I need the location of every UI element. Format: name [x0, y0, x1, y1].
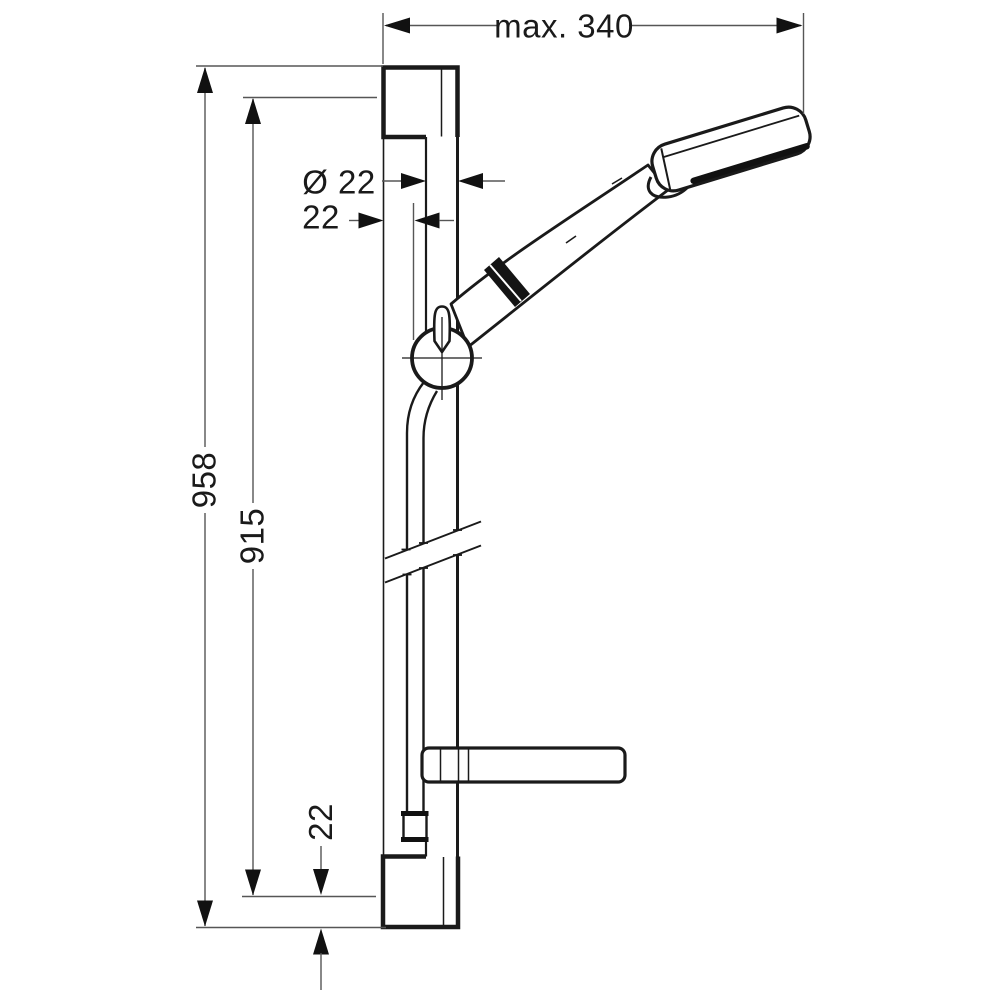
arrowhead-up-icon [197, 67, 213, 93]
dimension-overall-height: 958 [186, 65, 386, 929]
arrowhead-left-icon [458, 173, 483, 189]
shower-rail-assembly [380, 65, 812, 930]
hose-end-connector [401, 811, 429, 842]
dim-max-width-label: max. 340 [494, 8, 634, 45]
break-symbol-lower-line [384, 544, 482, 584]
shower-head-body [650, 105, 812, 193]
slider-holder [402, 305, 482, 400]
shower-head-shadow [690, 143, 810, 185]
dim-wall-clearance-label: 22 [302, 199, 340, 236]
top-wall-mount [381, 65, 460, 140]
shower-head-neck-seam [660, 148, 672, 190]
handle-grip-ring [484, 257, 530, 307]
arrowhead-down-icon [313, 869, 329, 895]
hand-shower-handle [449, 163, 670, 349]
hose-end-body [402, 811, 428, 842]
shower-head-face-line [663, 114, 800, 158]
soap-dish [420, 746, 627, 784]
arrowhead-right-icon [776, 17, 803, 34]
arrowhead-right-icon [401, 173, 426, 189]
soap-dish-tray [420, 746, 627, 784]
hand-shower [449, 105, 812, 349]
dimension-max-width: max. 340 [382, 8, 805, 114]
break-symbol-mask [385, 522, 481, 583]
dim-overall-height-label: 958 [186, 452, 223, 509]
shower-hose-right-edge [422, 390, 439, 812]
arrowhead-up-icon [313, 928, 329, 955]
arrowhead-right-icon [358, 212, 384, 229]
dimension-bar-diameter: Ø 22 [302, 164, 505, 201]
dim-bar-length-label: 915 [234, 508, 271, 565]
dim-bar-diameter-label: Ø 22 [302, 164, 376, 201]
arrowhead-down-icon [197, 900, 213, 927]
break-symbol-upper-line [384, 520, 482, 560]
break-symbol [384, 520, 482, 584]
dim-bottom-clearance-label: 22 [302, 803, 339, 841]
dimension-wall-clearance: 22 [302, 199, 454, 340]
dimension-bar-length: 915 [234, 96, 377, 898]
arrowhead-left-icon [414, 212, 440, 229]
shower-hose-left-edge [405, 381, 425, 812]
arrowhead-down-icon [245, 869, 261, 896]
shower-head-lower-lip [646, 176, 690, 199]
handle-highlight-dashes [565, 169, 642, 244]
hand-shower-head [650, 105, 812, 193]
arrowhead-left-icon [384, 17, 410, 34]
handle-grip-ring-gap [489, 264, 522, 302]
bottom-wall-mount [380, 854, 461, 930]
arrowhead-up-icon [245, 98, 261, 124]
break-symbol-ticks [401, 529, 462, 576]
dimension-bottom-clearance: 22 [302, 803, 339, 990]
